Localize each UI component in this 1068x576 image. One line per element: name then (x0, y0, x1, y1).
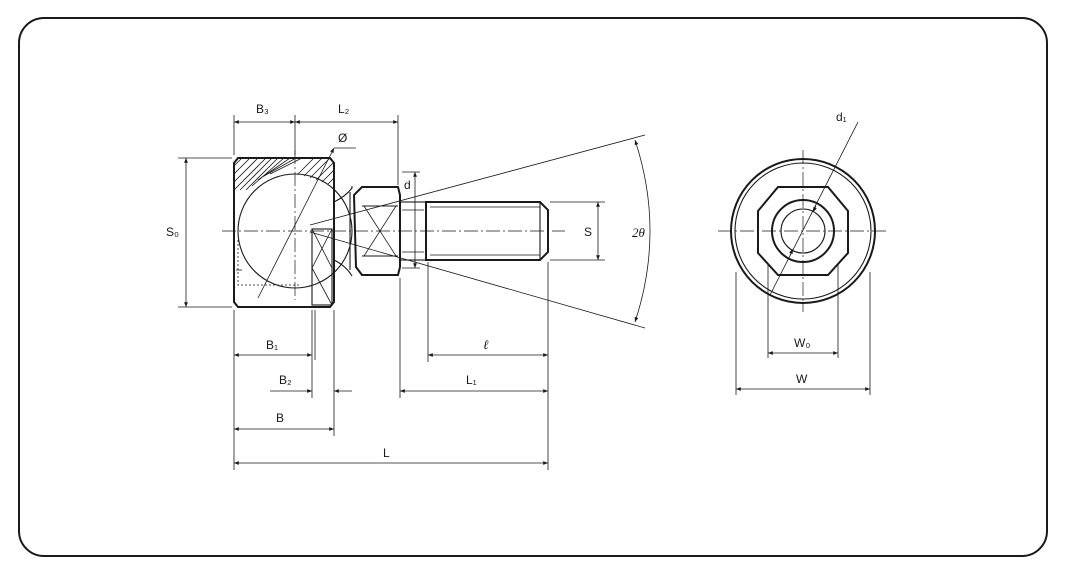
hex-outline (757, 186, 849, 276)
swing-line-upper (309, 134, 646, 226)
label-d1: d₁ (836, 110, 847, 124)
end-view (718, 121, 888, 395)
label-phi: Ø (338, 131, 347, 145)
label-l-small: ℓ (483, 337, 489, 352)
swing-line-lower (309, 231, 646, 329)
label-s0: S₀ (166, 225, 179, 239)
dimensions-side (178, 115, 605, 470)
neck (333, 186, 353, 277)
socket-insert (311, 228, 333, 306)
drawing-frame (18, 17, 1048, 557)
side-view (222, 134, 651, 329)
phi-leader (257, 147, 335, 299)
label-s: S (584, 225, 592, 239)
label-d: d (404, 178, 411, 192)
label-w: W (796, 372, 808, 386)
label-b: B (276, 411, 284, 425)
label-b3: B₃ (256, 102, 269, 116)
label-b2: B₂ (279, 373, 292, 387)
label-w0: W₀ (794, 336, 810, 350)
body-block (233, 157, 353, 308)
label-l: L (383, 446, 390, 460)
angle-arc (634, 139, 651, 323)
label-two-theta: 2θ (632, 225, 646, 240)
hatch-top (234, 158, 334, 191)
label-l2: L₂ (338, 102, 350, 116)
hex-nut (352, 186, 401, 276)
label-b1: B₁ (266, 338, 278, 352)
label-l1: L₁ (466, 373, 477, 387)
